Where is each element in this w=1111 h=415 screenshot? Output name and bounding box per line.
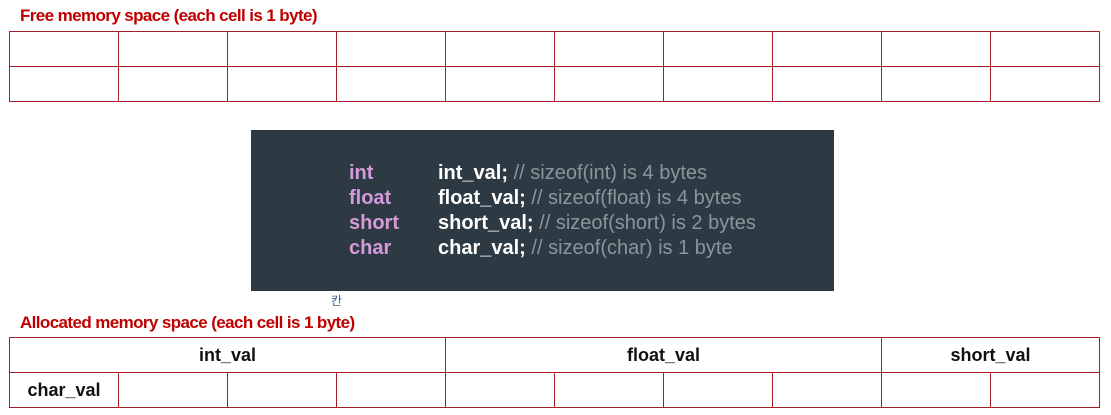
allocation-cell-int-val: int_val [9, 337, 446, 373]
memory-cell [554, 31, 664, 67]
code-comment: // sizeof(int) is 4 bytes [513, 162, 707, 184]
allocated-memory-title: Allocated memory space (each cell is 1 b… [20, 313, 355, 332]
memory-cell [881, 66, 991, 102]
allocation-cell-float-val: float_val [445, 337, 882, 373]
free-memory-row [9, 66, 1100, 102]
memory-cell [554, 372, 664, 408]
code-comment: // sizeof(char) is 1 byte [531, 237, 733, 259]
memory-cell [118, 31, 228, 67]
type-keyword: int [349, 162, 374, 184]
memory-cell [336, 31, 446, 67]
memory-cell [336, 66, 446, 102]
memory-cell [445, 372, 555, 408]
allocated-row: char_val [9, 372, 1100, 408]
allocated-memory-grid: int_val float_val short_val char_val [9, 337, 1100, 408]
memory-cell [445, 31, 555, 67]
code-line-short: short short_val; // sizeof(short) is 2 by… [349, 212, 756, 235]
code-comment: // sizeof(float) is 4 bytes [531, 187, 742, 209]
allocation-cell-short-val: short_val [881, 337, 1100, 373]
memory-cell [990, 66, 1100, 102]
allocated-row: int_val float_val short_val [9, 337, 1100, 373]
code-line-char: char char_val; // sizeof(char) is 1 byte [349, 237, 733, 260]
memory-cell [990, 372, 1100, 408]
memory-cell [881, 372, 991, 408]
variable-name: float_val; [438, 187, 526, 209]
code-comment: // sizeof(short) is 2 bytes [539, 212, 756, 234]
type-keyword: char [349, 237, 392, 259]
allocation-cell-char-val: char_val [9, 372, 119, 408]
memory-cell [9, 66, 119, 102]
code-line-int: int int_val; // sizeof(int) is 4 bytes [349, 162, 707, 185]
variable-name: int_val; [438, 162, 509, 184]
memory-cell [881, 31, 991, 67]
memory-cell [227, 31, 337, 67]
memory-cell [772, 372, 882, 408]
variable-name: char_val; [438, 237, 526, 259]
free-memory-row [9, 31, 1100, 67]
memory-cell [445, 66, 555, 102]
code-block: int int_val; // sizeof(int) is 4 bytes fl… [251, 130, 834, 291]
memory-cell [554, 66, 664, 102]
memory-cell [772, 31, 882, 67]
memory-cell [663, 66, 773, 102]
memory-cell [118, 372, 228, 408]
free-memory-title: Free memory space (each cell is 1 byte) [20, 6, 318, 25]
memory-cell [9, 31, 119, 67]
free-memory-grid [9, 31, 1100, 102]
memory-cell [772, 66, 882, 102]
type-keyword: short [349, 212, 399, 234]
memory-cell [227, 372, 337, 408]
variable-name: short_val; [438, 212, 534, 234]
type-keyword: float [349, 187, 392, 209]
memory-cell [118, 66, 228, 102]
memory-cell [990, 31, 1100, 67]
memory-cell [663, 31, 773, 67]
memory-cell [663, 372, 773, 408]
memory-cell [227, 66, 337, 102]
memory-cell [336, 372, 446, 408]
code-line-float: float float_val; // sizeof(float) is 4 by… [349, 187, 741, 210]
stray-glyph: 칸 [331, 294, 343, 308]
